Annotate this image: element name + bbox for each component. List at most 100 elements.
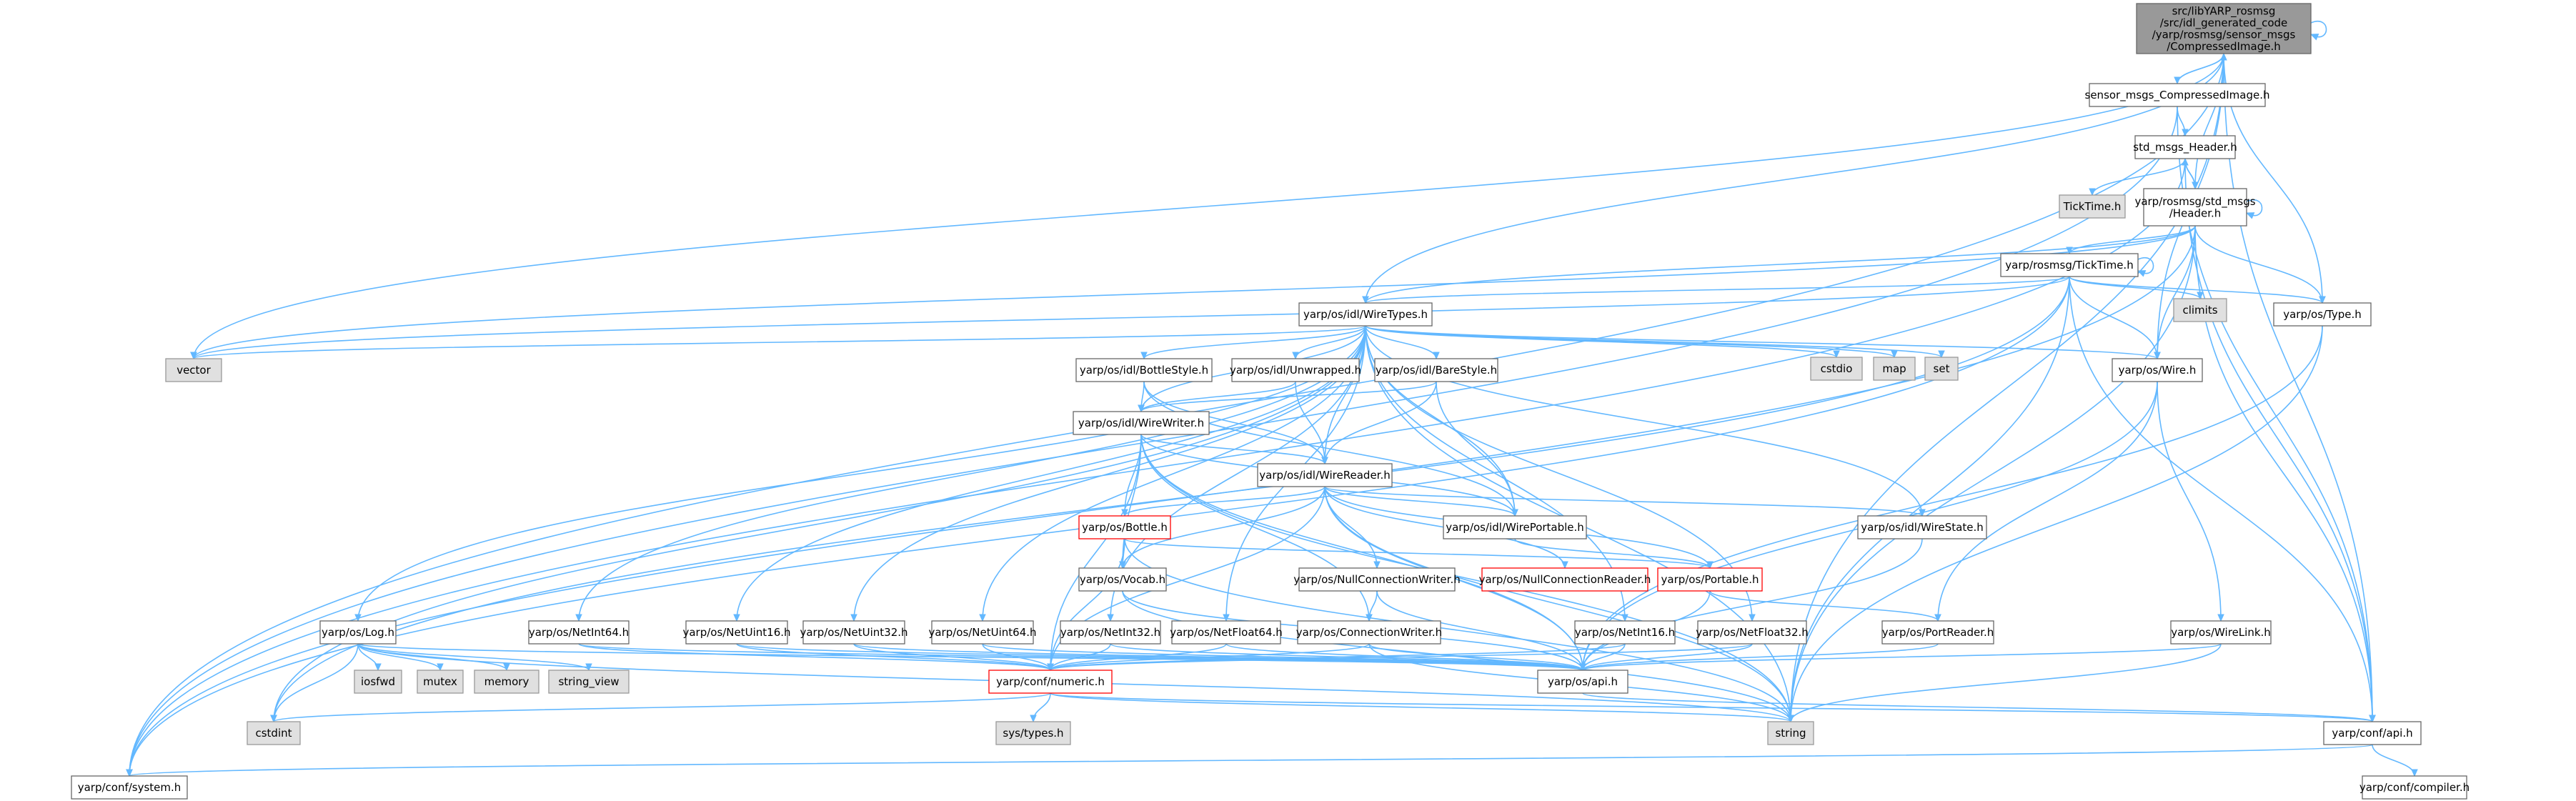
node-bare[interactable]: yarp/os/idl/BareStyle.h <box>1374 358 1498 382</box>
node-bottle[interactable]: yarp/os/Bottle.h <box>1078 515 1171 539</box>
node-climits[interactable]: climits <box>2173 298 2227 322</box>
arrowhead <box>850 614 857 622</box>
node-nu32[interactable]: yarp/os/NetUint32.h <box>800 620 908 645</box>
node-label: yarp/os/ConnectionWriter.h <box>1296 626 1442 639</box>
node-cstdint[interactable]: cstdint <box>247 721 301 745</box>
node-wlink[interactable]: yarp/os/WireLink.h <box>2170 620 2272 645</box>
edge-line <box>1050 538 1125 671</box>
node-portable[interactable]: yarp/os/Portable.h <box>1657 567 1763 592</box>
node-label: yarp/os/api.h <box>1548 675 1618 688</box>
node-nu64[interactable]: yarp/os/NetUint64.h <box>928 620 1037 645</box>
edge-rhdr-to-smh <box>2182 157 2196 189</box>
node-wportable[interactable]: yarp/os/idl/WirePortable.h <box>1443 515 1587 539</box>
arrowhead <box>2309 34 2319 41</box>
node-wire[interactable]: yarp/os/Wire.h <box>2112 358 2203 382</box>
node-log[interactable]: yarp/os/Log.h <box>319 620 397 645</box>
node-memory[interactable]: memory <box>474 670 539 694</box>
node-unwrap[interactable]: yarp/os/idl/Unwrapped.h <box>1230 358 1361 382</box>
arrowhead <box>1919 509 1926 517</box>
node-nf64[interactable]: yarp/os/NetFloat64.h <box>1170 620 1283 645</box>
node-label: string <box>1775 727 1806 740</box>
arrowhead <box>1121 509 1128 517</box>
node-box <box>931 620 1034 645</box>
node-label: yarp/os/WireLink.h <box>2171 626 2271 639</box>
node-label: yarp/conf/api.h <box>2332 727 2412 740</box>
node-box <box>988 670 1113 694</box>
node-iosfwd[interactable]: iosfwd <box>354 670 402 694</box>
edge-line <box>578 643 1051 671</box>
node-nu16[interactable]: yarp/os/NetUint16.h <box>682 620 791 645</box>
node-strview[interactable]: string_view <box>548 670 630 694</box>
edge-numeric-to-string <box>1050 692 1794 723</box>
node-confsys[interactable]: yarp/conf/system.h <box>71 775 188 800</box>
node-rhdr[interactable]: yarp/rosmsg/std_msgs/Header.h <box>2134 188 2256 227</box>
edge-bare-to-wwriter <box>1138 381 1437 413</box>
node-wstate[interactable]: yarp/os/idl/WireState.h <box>1857 515 1987 539</box>
arrowhead <box>1706 561 1714 569</box>
node-nullcw[interactable]: yarp/os/NullConnectionWriter.h <box>1293 567 1461 592</box>
edge-line <box>193 276 2070 359</box>
node-ni32[interactable]: yarp/os/NetInt32.h <box>1060 620 1161 645</box>
node-map[interactable]: map <box>1873 357 1916 381</box>
arrowhead <box>126 769 133 777</box>
edge-log-to-iosfwd <box>357 643 382 672</box>
node-bstyle[interactable]: yarp/os/idl/BottleStyle.h <box>1075 358 1213 382</box>
node-scimg[interactable]: sensor_msgs_CompressedImage.h <box>2085 83 2270 107</box>
node-box <box>2143 188 2247 227</box>
node-box <box>1171 620 1281 645</box>
node-ni64[interactable]: yarp/os/NetInt64.h <box>528 620 630 645</box>
node-vector[interactable]: vector <box>165 358 222 382</box>
edge-line <box>1365 325 1895 358</box>
node-label: yarp/os/NetUint64.h <box>928 626 1036 639</box>
node-nullcr[interactable]: yarp/os/NullConnectionReader.h <box>1479 567 1651 592</box>
node-ni16[interactable]: yarp/os/NetInt16.h <box>1574 620 1676 645</box>
node-label: cstdint <box>255 727 292 740</box>
node-preader[interactable]: yarp/os/PortReader.h <box>1881 620 1994 645</box>
node-box <box>1574 620 1676 645</box>
edge-line <box>129 744 2373 777</box>
node-mutex[interactable]: mutex <box>417 670 464 694</box>
node-box <box>2134 135 2236 159</box>
node-string[interactable]: string <box>1767 721 1814 745</box>
node-systypes[interactable]: sys/types.h <box>995 721 1071 745</box>
edge-line <box>1790 643 2222 722</box>
node-tickh[interactable]: TickTime.h <box>2059 194 2126 219</box>
edge-line <box>193 53 2224 359</box>
node-nf32[interactable]: yarp/os/NetFloat32.h <box>1696 620 1809 645</box>
edge-line <box>1140 381 1296 412</box>
node-label: string_view <box>558 675 619 689</box>
node-wwriter[interactable]: yarp/os/idl/WireWriter.h <box>1073 411 1210 435</box>
edge-rtick-to-type <box>2069 276 2326 304</box>
node-label: yarp/os/idl/BareStyle.h <box>1376 364 1497 377</box>
arrowhead <box>354 614 362 622</box>
edge-line <box>2372 744 2415 777</box>
node-confapi[interactable]: yarp/conf/api.h <box>2323 721 2422 745</box>
node-smh[interactable]: std_msgs_Header.h <box>2133 135 2237 159</box>
edge-line <box>1582 643 1753 671</box>
node-label: yarp/os/idl/WireState.h <box>1861 521 1983 534</box>
node-set[interactable]: set <box>1924 357 1959 381</box>
node-root[interactable]: src/libYARP_rosmsg/src/idl_generated_cod… <box>2136 3 2312 54</box>
edge-line <box>1365 325 1942 358</box>
node-numeric[interactable]: yarp/conf/numeric.h <box>988 670 1113 694</box>
node-box <box>2000 253 2139 277</box>
node-wtypes[interactable]: yarp/os/idl/WireTypes.h <box>1298 302 1433 327</box>
node-box <box>2173 298 2227 322</box>
edge-line <box>1122 486 1326 569</box>
node-rtick[interactable]: yarp/rosmsg/TickTime.h <box>2000 253 2139 277</box>
edge-rhdr-to-rhdr <box>2245 199 2263 219</box>
node-label: yarp/os/NetInt64.h <box>529 626 629 639</box>
edge-confapi-to-confsys <box>126 744 2373 777</box>
arrowhead <box>1366 614 1373 622</box>
node-label: yarp/conf/numeric.h <box>996 675 1105 688</box>
node-compiler[interactable]: yarp/conf/compiler.h <box>2359 775 2470 800</box>
node-vocab[interactable]: yarp/os/Vocab.h <box>1078 567 1167 592</box>
edge-line <box>1582 692 2373 722</box>
node-wreader[interactable]: yarp/os/idl/WireReader.h <box>1257 463 1393 487</box>
node-cwriter[interactable]: yarp/os/ConnectionWriter.h <box>1296 620 1442 645</box>
node-cstdio[interactable]: cstdio <box>1810 357 1863 381</box>
edge-rhdr-to-vector <box>190 225 2196 360</box>
node-box <box>165 358 222 382</box>
node-osapi[interactable]: yarp/os/api.h <box>1537 670 1628 694</box>
node-type[interactable]: yarp/os/Type.h <box>2273 302 2372 327</box>
